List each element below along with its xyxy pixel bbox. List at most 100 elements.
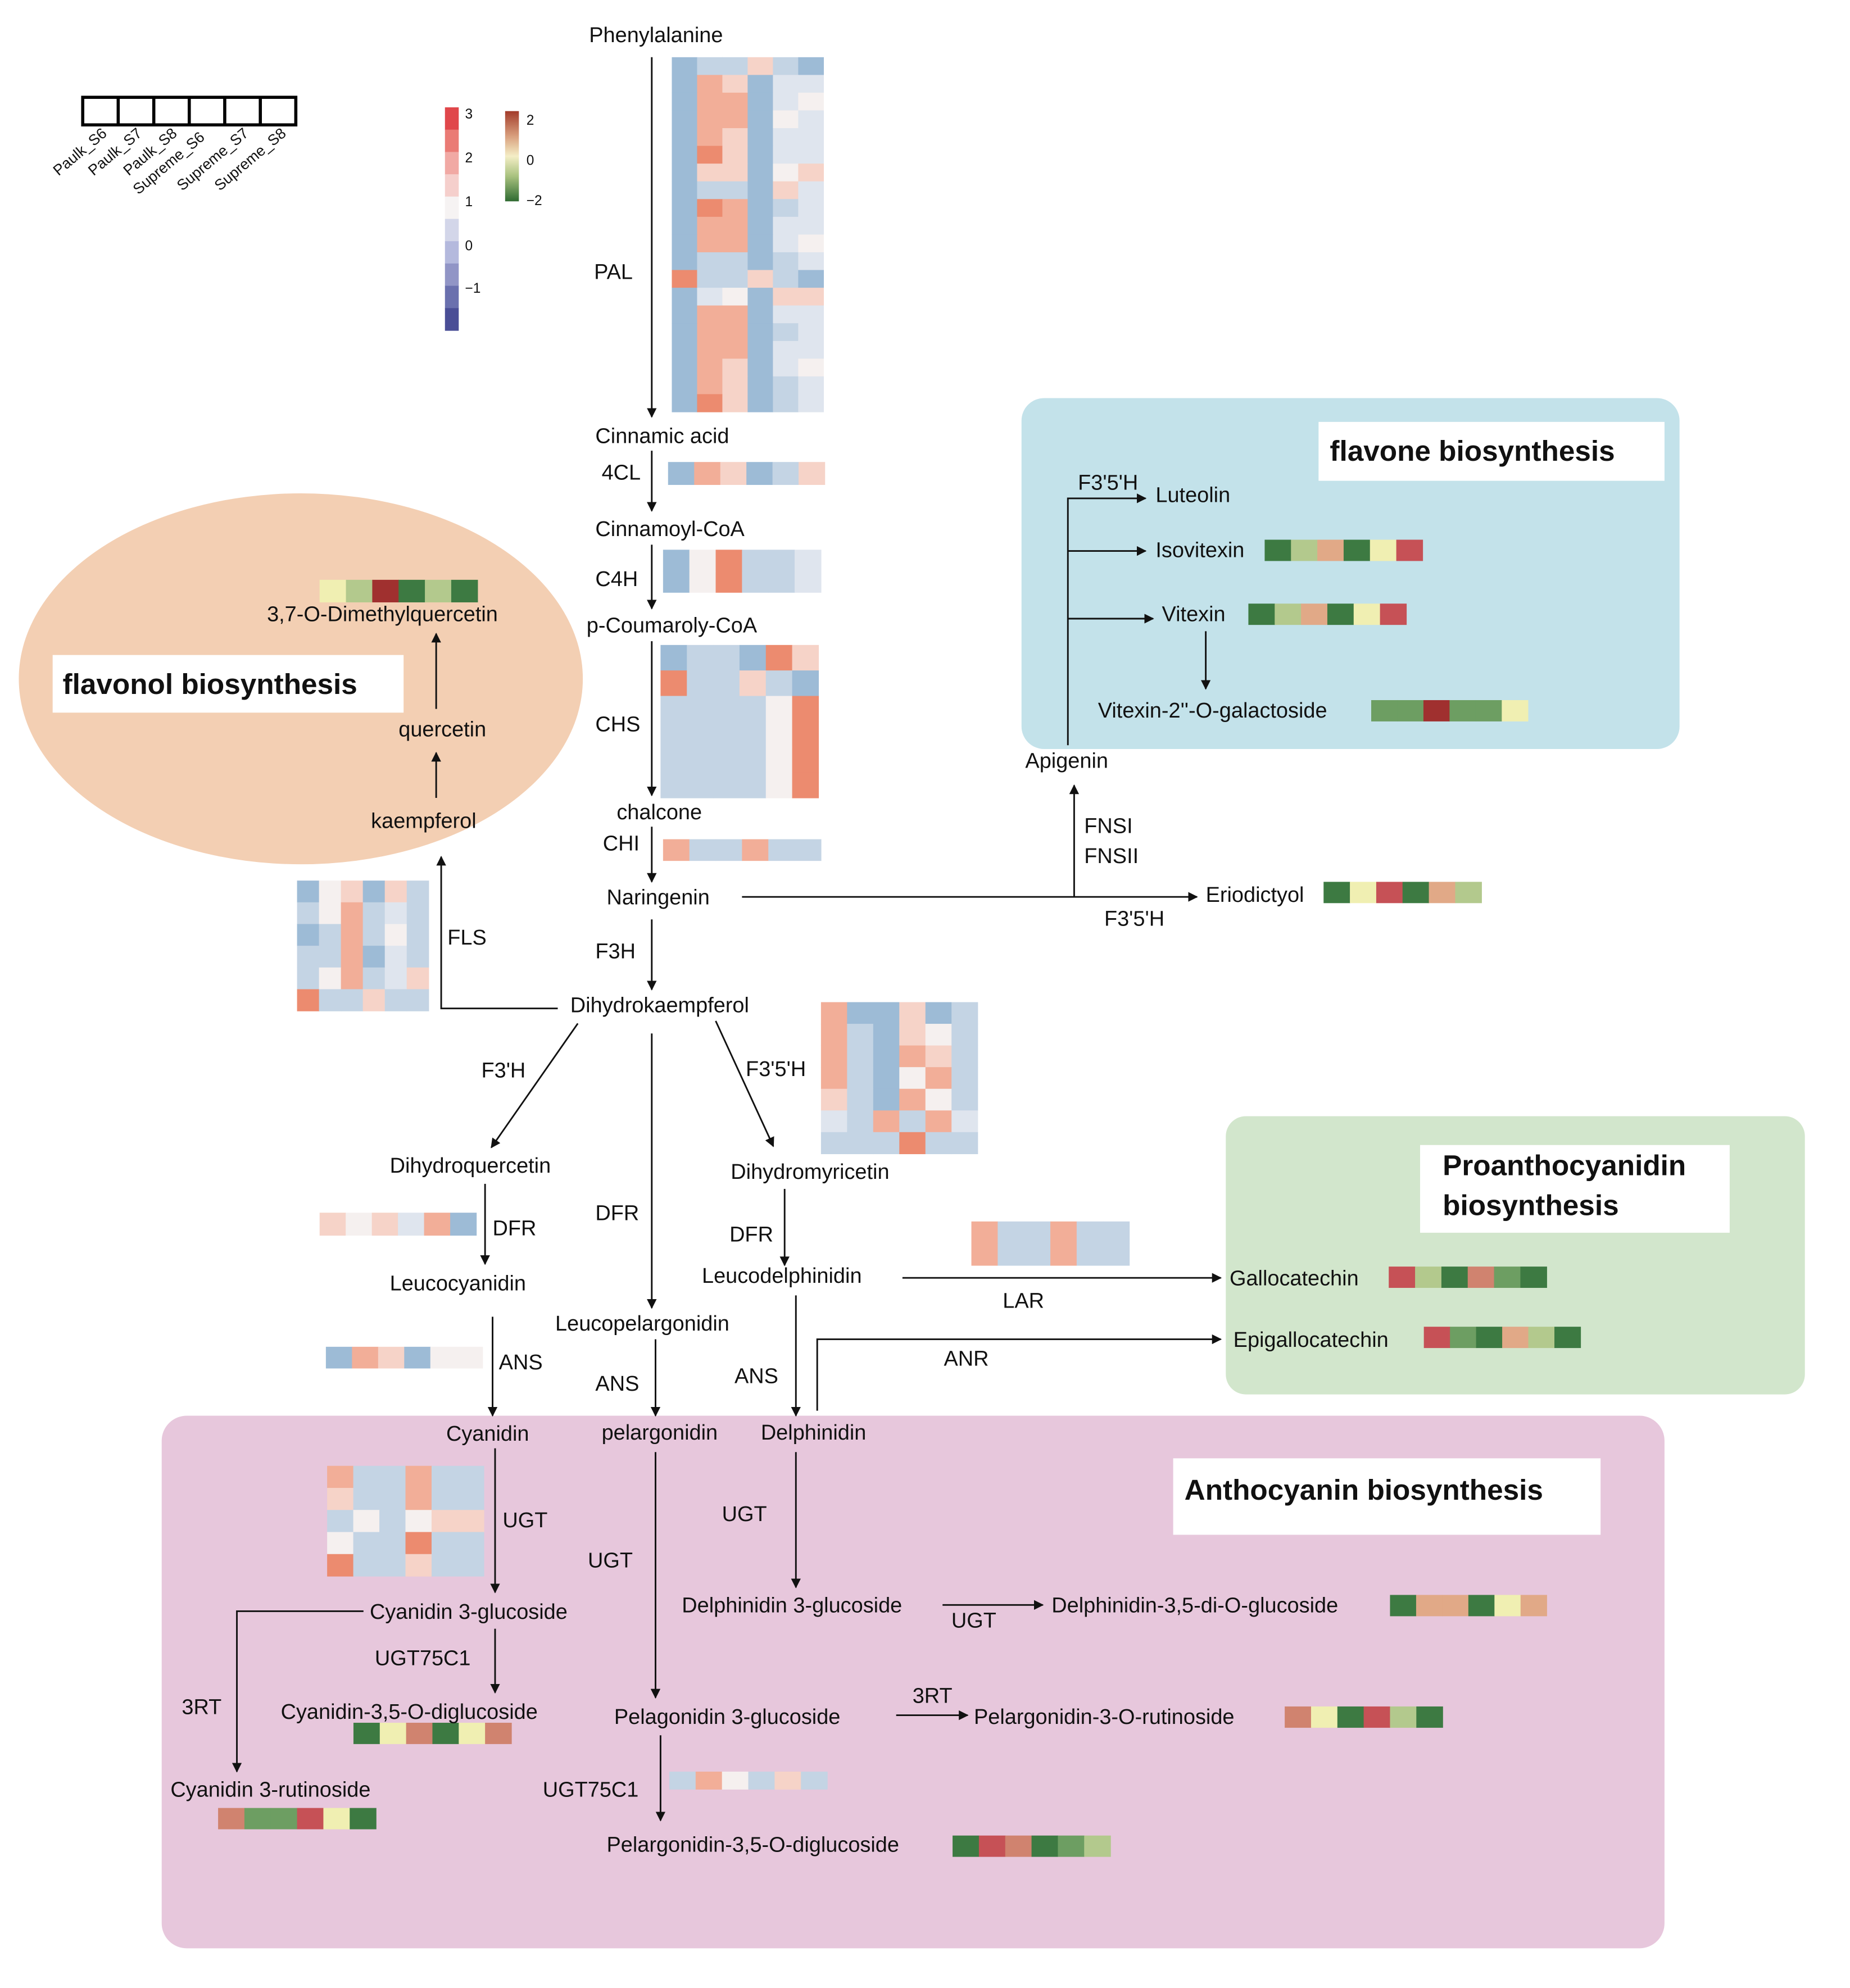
heatmap-cell — [798, 252, 824, 271]
heatmap-cell — [687, 772, 714, 798]
scale-swatch — [445, 174, 459, 197]
heatmap-cell — [406, 902, 429, 925]
gene-heatmap-c4l — [668, 462, 826, 485]
gene-heatmap-c4h — [663, 550, 822, 593]
heatmap-cell — [697, 305, 723, 324]
heatmap-cell — [773, 216, 799, 235]
heatmap-cell — [672, 57, 698, 76]
heatmap-cell — [327, 1554, 354, 1577]
heatmap-cell — [792, 721, 819, 747]
scale-swatch — [445, 129, 459, 153]
heatmap-cell — [739, 747, 767, 773]
metabolite-color-scale — [505, 111, 519, 202]
compound-apigenin: Apigenin — [1025, 749, 1108, 773]
heatmap-cell — [747, 376, 774, 395]
heatmap-cell — [431, 1532, 459, 1555]
heatmap-cell — [747, 146, 774, 164]
heatmap-cell — [353, 1554, 380, 1577]
heatmap-cell — [742, 550, 769, 571]
gene-scale-tick: 3 — [465, 107, 473, 122]
heatmap-cell — [297, 967, 320, 990]
heatmap-cell — [1327, 603, 1354, 625]
heatmap-cell — [319, 1213, 346, 1236]
heatmap-cell — [747, 358, 774, 377]
heatmap-cell — [379, 1487, 406, 1510]
heatmap-cell — [1476, 1327, 1503, 1349]
heatmap-cell — [379, 1465, 406, 1488]
heatmap-cell — [873, 1067, 900, 1090]
heatmap-cell — [747, 252, 774, 271]
heatmap-cell — [1423, 700, 1450, 721]
heatmap-cell — [319, 902, 342, 925]
heatmap-cell — [768, 571, 795, 593]
heatmap-cell — [1390, 1595, 1417, 1617]
heatmap-cell — [689, 839, 717, 861]
heatmap-cell — [341, 880, 364, 903]
heatmap-cell — [362, 924, 386, 946]
heatmap-cell — [687, 721, 714, 747]
heatmap-cell — [798, 146, 824, 164]
compound-leucopelargonidin: Leucopelargonidin — [555, 1312, 729, 1336]
heatmap-cell — [739, 721, 767, 747]
heatmap-cell — [405, 1465, 432, 1488]
heatmap-cell — [1323, 882, 1350, 904]
heatmap-cell — [697, 288, 723, 306]
heatmap-cell — [1371, 700, 1398, 721]
heatmap-cell — [873, 1132, 900, 1155]
metabolite-heatmap-vitexin — [1248, 603, 1407, 625]
heatmap-cell — [798, 270, 824, 288]
heatmap-cell — [739, 644, 767, 671]
heatmap-cell — [663, 550, 690, 571]
heatmap-cell — [346, 1213, 373, 1236]
heatmap-cell — [715, 839, 743, 861]
heatmap-cell — [792, 644, 819, 671]
heatmap-cell — [722, 1771, 749, 1790]
heatmap-cell — [1450, 1327, 1477, 1349]
compound-isovitexin: Isovitexin — [1155, 539, 1244, 562]
scale-swatch — [445, 107, 459, 130]
heatmap-cell — [384, 902, 407, 925]
heatmap-cell — [672, 199, 698, 217]
heatmap-cell — [1103, 1243, 1130, 1266]
anthocyanin-module-bg — [161, 1415, 1665, 1949]
heatmap-cell — [925, 1002, 952, 1024]
arrow-dhk-kaempferol — [436, 856, 558, 1010]
heatmap-cell — [353, 1510, 380, 1533]
heatmap-cell — [722, 199, 749, 217]
metabolite-scale-tick: 2 — [527, 113, 534, 128]
heatmap-cell — [722, 288, 749, 306]
heatmap-cell — [773, 110, 799, 129]
heatmap-cell — [1442, 1595, 1469, 1617]
heatmap-cell — [1528, 1327, 1555, 1349]
heatmap-cell — [713, 696, 740, 722]
heatmap-cell — [1285, 1706, 1312, 1728]
metabolite-scale-tick: −2 — [527, 193, 542, 208]
heatmap-cell — [697, 323, 723, 342]
compound-dihydroquercetin: Dihydroquercetin — [390, 1154, 551, 1178]
heatmap-cell — [406, 924, 429, 946]
heatmap-cell — [362, 946, 386, 968]
heatmap-cell — [1103, 1221, 1130, 1244]
heatmap-cell — [406, 946, 429, 968]
heatmap-cell — [362, 967, 386, 990]
heatmap-cell — [801, 1771, 828, 1790]
heatmap-cell — [672, 181, 698, 199]
heatmap-cell — [697, 376, 723, 395]
heatmap-cell — [773, 305, 799, 324]
heatmap-cell — [899, 1132, 926, 1155]
heatmap-cell — [319, 880, 342, 903]
heatmap-cell — [747, 270, 774, 288]
heatmap-cell — [406, 989, 429, 1011]
heatmap-cell — [1502, 700, 1529, 721]
arrow-c3g-c3r — [232, 1610, 364, 1773]
heatmap-cell — [1416, 1706, 1443, 1728]
heatmap-cell — [697, 252, 723, 271]
heatmap-cell — [997, 1243, 1024, 1266]
heatmap-cell — [773, 288, 799, 306]
heatmap-cell — [715, 550, 743, 571]
enzyme-fls: FLS — [447, 926, 487, 950]
heatmap-cell — [1050, 1221, 1077, 1244]
gene-heatmap-fls — [297, 880, 429, 1011]
heatmap-cell — [925, 1110, 952, 1133]
proanthocyanidin-title-line1: Proanthocyanidin — [1443, 1149, 1686, 1181]
